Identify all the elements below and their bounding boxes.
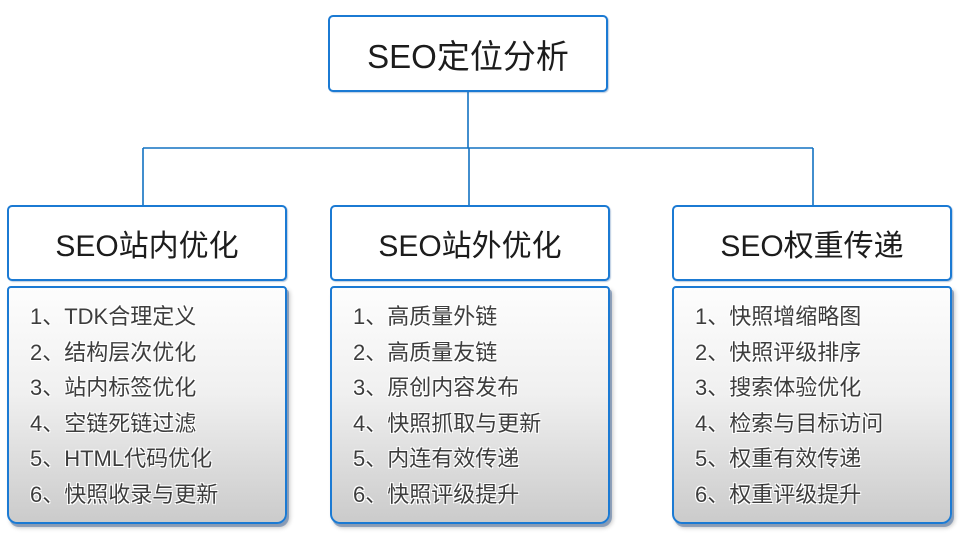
branch-offsite-optimization: SEO站外优化 1、高质量外链 2、高质量友链 3、原创内容发布 4、快照抓取与…	[330, 205, 610, 524]
list-item: 2、高质量友链	[353, 339, 498, 365]
branch-weight-transfer: SEO权重传递 1、快照增缩略图 2、快照评级排序 3、搜索体验优化 4、检索与…	[672, 205, 952, 524]
list-item: 4、空链死链过滤	[30, 410, 197, 436]
list-item: 1、高质量外链	[353, 304, 498, 329]
list-item: 5、权重有效传递	[695, 446, 862, 471]
branch-item-list: 1、快照增缩略图 2、快照评级排序 3、搜索体验优化 4、检索与目标访问 5、权…	[672, 286, 952, 524]
list-item: 4、快照抓取与更新	[353, 410, 542, 436]
list-item: 4、检索与目标访问	[695, 410, 884, 436]
list-item: 6、权重评级提升	[695, 481, 862, 507]
list-item: 2、结构层次优化	[30, 339, 197, 365]
branch-onsite-optimization: SEO站内优化 1、TDK合理定义 2、结构层次优化 3、站内标签优化 4、空链…	[7, 205, 287, 524]
branch-item-list: 1、高质量外链 2、高质量友链 3、原创内容发布 4、快照抓取与更新 5、内连有…	[330, 286, 610, 524]
list-item: 6、快照评级提升	[353, 481, 520, 507]
branch-title: SEO权重传递	[672, 205, 952, 281]
list-item: 3、站内标签优化	[30, 375, 197, 400]
list-item: 3、搜索体验优化	[695, 375, 862, 400]
list-item: 5、内连有效传递	[353, 446, 520, 471]
list-item: 5、HTML代码优化	[30, 446, 213, 471]
list-item: 3、原创内容发布	[353, 375, 520, 400]
list-item: 6、快照收录与更新	[30, 481, 219, 507]
branch-item-list: 1、TDK合理定义 2、结构层次优化 3、站内标签优化 4、空链死链过滤 5、H…	[7, 286, 287, 524]
list-item: 1、TDK合理定义	[30, 304, 197, 329]
branch-title: SEO站外优化	[330, 205, 610, 281]
list-item: 2、快照评级排序	[695, 339, 862, 365]
branch-title: SEO站内优化	[7, 205, 287, 281]
root-node-seo-positioning: SEO定位分析	[328, 15, 608, 92]
list-item: 1、快照增缩略图	[695, 304, 862, 329]
